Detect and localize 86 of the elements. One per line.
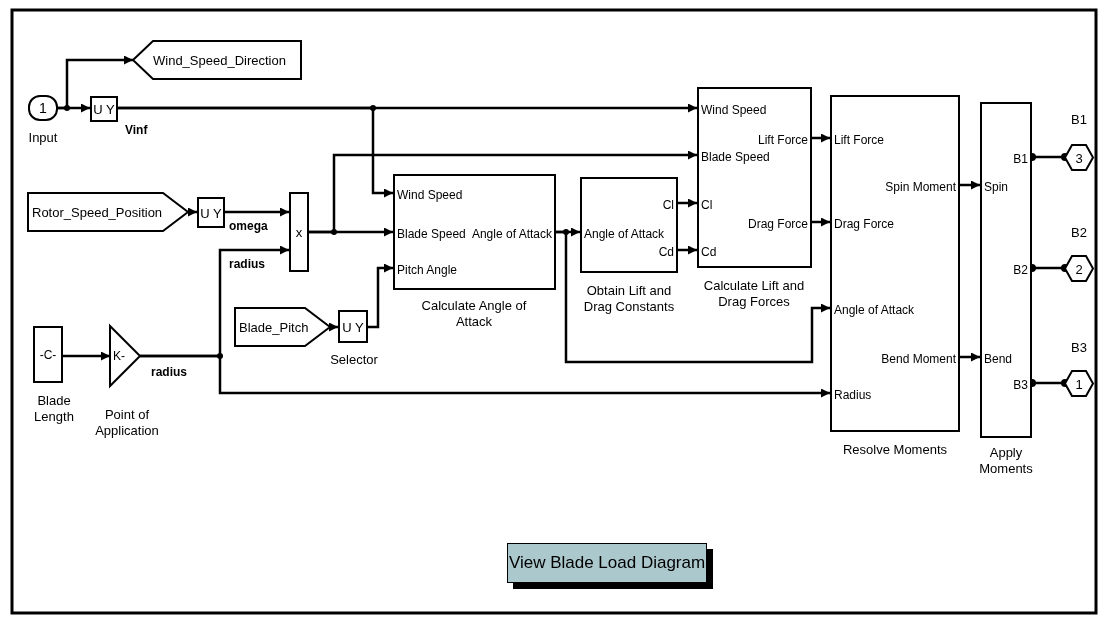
from-tag [235,308,330,346]
signal-arrow [58,103,90,113]
block-label: U Y [92,101,116,117]
block-name: Resolve Moments [841,442,948,459]
block-name: Input [27,130,59,147]
signal-arrow [188,207,197,217]
signal-arrow [368,263,393,329]
block-label: 1 [38,100,48,116]
block-name: Selector [329,352,379,369]
port-label: Spin [984,181,1009,193]
block-label: K- [113,349,126,363]
block-label: Wind_Speed_Direction [153,52,287,68]
block-label: x [294,224,304,240]
port-label: Wind Speed [701,104,767,116]
signal-arrow [329,322,338,332]
block-label: -C- [38,347,58,362]
block-name: Calculate Angle of Attack [420,298,528,331]
port-label: Lift Force [834,134,884,146]
port-label: Angle of Attack [584,228,665,240]
signal-arrow [960,180,980,190]
port-label: Wind Speed [397,189,463,201]
block-label: 3 [1074,150,1084,165]
block-name: Obtain Lift and Drag Constants [582,283,676,316]
port-label: Spin Moment [885,181,956,193]
block [197,197,225,228]
block [338,310,368,343]
port-label: Angle of Attack [471,228,552,240]
port-label: Cd [701,246,717,258]
port-label: B2 [1013,264,1028,276]
signal-label: radius [228,258,266,270]
signal-arrow [960,352,980,362]
port-label: Cl [701,199,713,211]
port-label: Cl [662,199,674,211]
port-label: Bend Moment [881,353,956,365]
block [289,192,309,272]
port-label: Blade Speed [701,151,770,163]
signal-label: radius [150,366,188,378]
block [580,177,678,273]
block-name: B2 [1070,225,1088,242]
block-label: 2 [1074,261,1084,276]
block [393,174,556,290]
block [830,95,960,432]
block-name: Point of Application [94,407,160,440]
signal-arrow [678,198,697,208]
block [980,102,1032,438]
block [33,326,63,383]
outport-block [1065,145,1093,170]
block-name: Calculate Lift and Drag Forces [702,278,806,311]
port-label: B1 [1013,153,1028,165]
gain-triangle [110,326,140,386]
port-label: Angle of Attack [834,304,915,316]
outport-block [1065,256,1093,281]
block-label: Rotor_Speed_Position [32,204,164,220]
block-label: 1 [1074,376,1084,391]
signal-arrow [225,207,289,217]
block-name: Apply Moments [978,445,1034,478]
signal-arrow [140,354,830,398]
block-name: Blade Length [33,393,75,426]
signal-arrow [678,245,697,255]
signal-arrow [63,351,110,361]
block [90,96,118,122]
port-label: Drag Force [834,218,895,230]
port-label: Pitch Angle [397,264,458,276]
inport-block [28,95,58,121]
port-label: Radius [834,389,872,401]
port-label: Cd [658,246,674,258]
signal-arrow [812,217,830,227]
port-label: Drag Force [747,218,808,230]
port-label: B3 [1013,379,1028,391]
outport-block [1065,371,1093,396]
goto-tag [133,41,301,79]
from-tag [28,193,188,231]
signal-arrow [118,106,393,198]
signal-label: Vinf [124,124,149,136]
block [697,87,812,268]
signal-arrow [309,150,697,234]
port-label: Lift Force [758,134,808,146]
port-label: Blade Speed [397,228,466,240]
signal-arrow [812,133,830,143]
signal-label: omega [228,220,269,232]
block-label: U Y [199,205,223,220]
port-label: Bend [984,353,1013,365]
block-label: U Y [341,319,365,334]
block-name: B3 [1070,340,1088,357]
block-label: Blade_Pitch [239,319,310,335]
block-name: B1 [1070,112,1088,129]
